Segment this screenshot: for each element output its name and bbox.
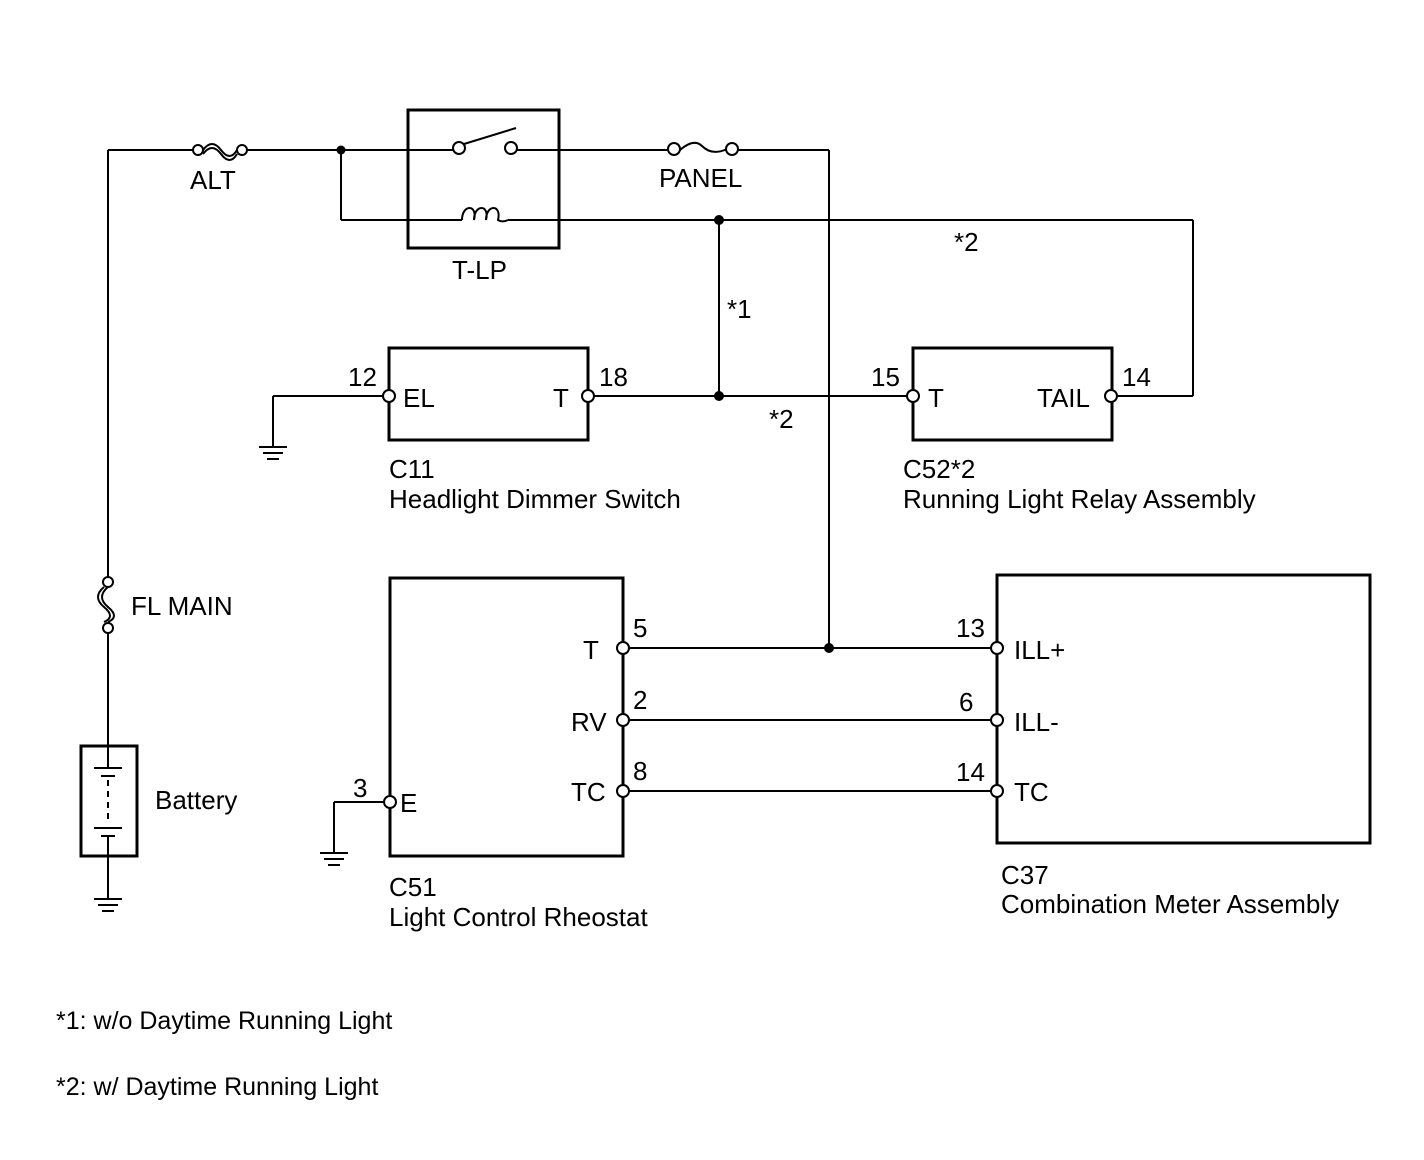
junction-dot (336, 145, 346, 155)
c11-pin-t-label: T (553, 383, 569, 413)
c51-pin-e-label: E (400, 788, 417, 818)
c52-pin-tail-number: 14 (1122, 362, 1151, 392)
c37-pin-tc-number: 14 (956, 757, 985, 787)
c37-pin-ill-plus (990, 641, 1004, 655)
c37-pin-ill-minus (990, 713, 1004, 727)
alt-fuse-label: ALT (190, 165, 236, 195)
top-supply-wires (107, 149, 408, 578)
c51-pin-t-label: T (583, 635, 599, 665)
c52-pin-tail-label: TAIL (1037, 383, 1090, 413)
panel-fuse-icon (667, 141, 739, 156)
c51-pin-e (383, 795, 397, 809)
c52-pin-t (906, 389, 920, 403)
footnote-1: *1: w/o Daytime Running Light (56, 1007, 392, 1035)
c11-pin-el-label: EL (403, 383, 435, 413)
tag-2-mid: *2 (769, 404, 794, 434)
c51-pin-t-number: 5 (633, 613, 647, 643)
c51-pin-rv-label: RV (571, 707, 607, 737)
relay-coil-icon (408, 207, 559, 223)
fl-main-label: FL MAIN (131, 591, 233, 621)
panel-fuse-label: PANEL (659, 163, 742, 193)
c51-name: Light Control Rheostat (389, 902, 648, 932)
c11-name: Headlight Dimmer Switch (389, 484, 681, 514)
c37-pin-tc (990, 784, 1004, 798)
c51-pin-tc-label: TC (571, 777, 606, 807)
footnote-2: *2: w/ Daytime Running Light (56, 1073, 378, 1101)
tlp-relay-box (406, 108, 561, 250)
c11-pin-el (382, 389, 396, 403)
c51-pin-rv (616, 713, 630, 727)
c51-pin-tc-number: 8 (633, 756, 647, 786)
ground-icon (259, 446, 287, 460)
c52-pin-t-label: T (928, 383, 944, 413)
c37-pin-ill-minus-label: ILL- (1014, 707, 1059, 737)
c37-pin-ill-plus-number: 13 (956, 613, 985, 643)
c37-name: Combination Meter Assembly (1001, 889, 1339, 919)
junction-dot (714, 391, 724, 401)
c11-pin-t-number: 18 (599, 362, 628, 392)
ground-icon (94, 898, 122, 912)
c52-code: C52*2 (903, 454, 975, 484)
c11-pin-el-number: 12 (348, 362, 377, 392)
c37-pin-tc-label: TC (1014, 777, 1049, 807)
c11-pin-t (581, 389, 595, 403)
c51-pin-e-number: 3 (353, 773, 367, 803)
relay-switch-icon (408, 127, 559, 155)
c37-pin-ill-plus-label: ILL+ (1014, 635, 1065, 665)
junction-dot (824, 643, 834, 653)
tag-2-top: *2 (954, 227, 979, 257)
c51-pin-rv-number: 2 (633, 685, 647, 715)
c52-pin-tail (1104, 389, 1118, 403)
c51-code: C51 (389, 872, 437, 902)
c11-code: C11 (389, 454, 435, 484)
c37-code: C37 (1001, 860, 1049, 890)
tag-1: *1 (727, 294, 752, 324)
c37-box (995, 573, 1372, 845)
alt-fuse-icon (192, 143, 248, 161)
tlp-relay-label: T-LP (452, 255, 507, 285)
c37-pin-ill-minus-number: 6 (959, 687, 973, 717)
ground-icon (320, 852, 348, 866)
c52-pin-t-number: 15 (871, 362, 900, 392)
c51-pin-tc (616, 784, 630, 798)
c51-pin-t (616, 641, 630, 655)
battery-icon (94, 746, 122, 856)
c52-name: Running Light Relay Assembly (903, 484, 1256, 514)
battery-label: Battery (155, 785, 237, 815)
fl-main-fuse-icon (97, 576, 115, 634)
